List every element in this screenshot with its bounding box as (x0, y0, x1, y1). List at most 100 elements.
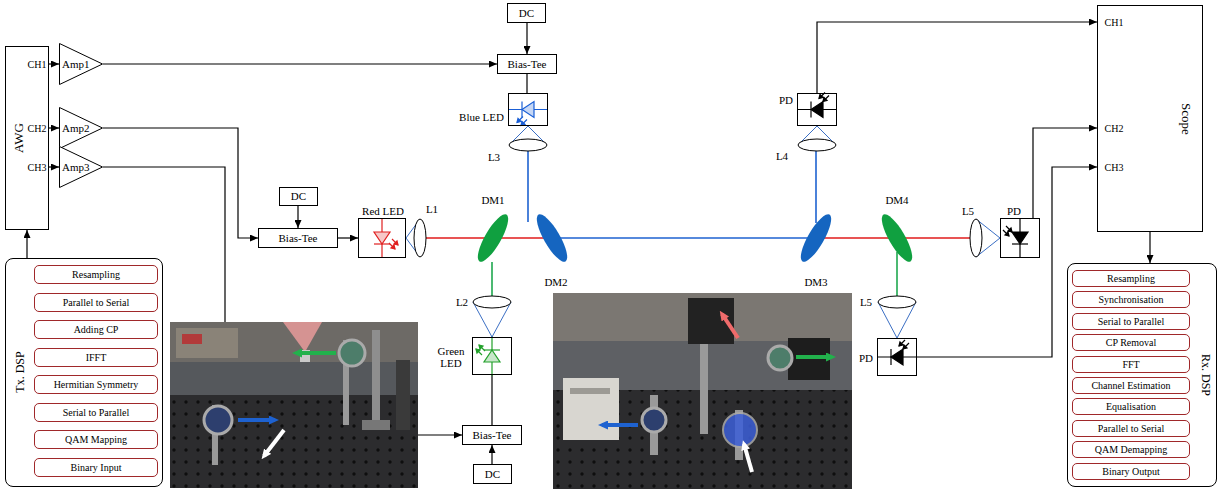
signal-wire (526, 23, 527, 54)
node-text: PD (859, 352, 873, 364)
node-text: PD (1007, 205, 1021, 217)
led-box: Blue LED (508, 93, 548, 126)
setup-photo (170, 322, 418, 488)
node-text: FFT (1122, 359, 1139, 370)
node-text: CP Removal (1106, 337, 1156, 348)
dsp-panel: Rx. DSP ResamplingSynchronisationSerial t… (1067, 263, 1217, 487)
node-text: Scope (1179, 103, 1193, 135)
signal-wire (103, 63, 497, 64)
signal-wire (817, 22, 1097, 93)
led-box: Red LED (358, 218, 406, 258)
part-label: L1 (426, 204, 438, 215)
node-text: Adding CP (74, 324, 119, 335)
node-text: Equalisation (1106, 401, 1156, 412)
bias-tee: Bias-Tee (258, 228, 338, 248)
node-text: Parallel to Serial (1098, 423, 1165, 434)
node-text: DC (485, 468, 500, 480)
dsp-step: Synchronisation (1072, 291, 1190, 308)
node-text: Synchronisation (1099, 294, 1164, 305)
part-label: DM3 (804, 277, 827, 288)
node-text: Red LED (362, 205, 404, 217)
dsp-step: Serial to Parallel (34, 403, 158, 422)
dc-source: DC (279, 187, 318, 206)
led-box: Green LED (472, 337, 512, 375)
node-text: Bias-Tee (279, 232, 318, 244)
dsp-step: QAM Demapping (1072, 441, 1190, 458)
node-text: Green LED (433, 345, 469, 369)
signal-wire (297, 206, 298, 228)
bias-tee: Bias-Tee (497, 54, 557, 74)
part-label: L4 (776, 151, 788, 162)
dsp-step: Binary Input (34, 458, 158, 477)
node-text: PD (779, 94, 793, 106)
dsp-step: Resampling (1072, 270, 1190, 287)
part-label: L3 (488, 152, 500, 163)
signal-wire (526, 74, 527, 93)
dsp-step: Hermitian Symmetry (34, 375, 158, 394)
amplifier: Amp3 (59, 146, 103, 188)
node-text: CH2 (28, 123, 47, 134)
node-text: Amp1 (62, 58, 90, 70)
part-label: L5 (860, 297, 872, 308)
dc-source: DC (507, 3, 546, 23)
setup-photo (553, 293, 852, 489)
signal-wire (338, 237, 358, 238)
part-label: L2 (456, 297, 468, 308)
node-text: QAM Mapping (65, 434, 127, 445)
dsp-step: Adding CP (34, 320, 158, 339)
photodiode-box: PD (877, 338, 917, 376)
signal-wire (49, 63, 59, 64)
dsp-step: Equalisation (1072, 398, 1190, 415)
node-text: IFFT (86, 352, 107, 363)
dsp-step: Resampling (34, 265, 158, 284)
dsp-step: Parallel to Serial (1072, 420, 1190, 437)
node-text: DC (291, 190, 306, 202)
node-text: QAM Demapping (1095, 444, 1168, 455)
node-text: Rx. DSP (1198, 354, 1211, 396)
node-text: Amp2 (62, 122, 90, 134)
node-text: Bias-Tee (473, 429, 512, 441)
node-text: Amp3 (62, 161, 90, 173)
photodiode-box: PD (797, 93, 837, 126)
node-text: AWG (12, 123, 26, 153)
dsp-step: IFFT (34, 348, 158, 367)
signal-wire (1149, 232, 1150, 263)
node-text: Resampling (1107, 273, 1155, 284)
node-text: CH2 (1105, 123, 1124, 134)
node-text: DC (519, 7, 534, 19)
node-text: CH1 (28, 59, 47, 70)
amplifier: Amp1 (59, 43, 103, 85)
dc-source: DC (473, 464, 512, 484)
part-label: L5 (962, 206, 974, 217)
scope-box: Scope CH1CH2CH3 (1097, 5, 1203, 232)
node-text: Binary Input (71, 462, 122, 473)
node-text: Hermitian Symmetry (54, 379, 139, 390)
signal-wire (49, 166, 59, 167)
node-text: Serial to Parallel (1098, 316, 1165, 327)
signal-wire (26, 230, 27, 258)
signal-wire (491, 375, 492, 425)
dsp-step: Parallel to Serial (34, 293, 158, 312)
bias-tee: Bias-Tee (462, 425, 522, 445)
node-text: CH3 (28, 162, 47, 173)
dsp-step: QAM Mapping (34, 430, 158, 449)
signal-wire (103, 128, 258, 238)
node-text: CH3 (1105, 162, 1124, 173)
node-text: Parallel to Serial (63, 297, 130, 308)
node-text: Binary Output (1102, 466, 1160, 477)
part-label: DM1 (481, 195, 504, 206)
part-label: DM4 (885, 195, 908, 206)
node-text: Bias-Tee (508, 58, 547, 70)
photodiode-box: PD (1000, 218, 1040, 258)
node-text: Blue LED (459, 111, 504, 123)
node-text: CH1 (1105, 17, 1124, 28)
dsp-step: FFT (1072, 356, 1190, 373)
node-text: Tx. DSP (14, 351, 27, 392)
dsp-step: Channel Estimation (1072, 377, 1190, 394)
amplifier: Amp2 (59, 107, 103, 149)
awg-box: AWG CH1CH2CH3 (5, 46, 49, 230)
node-text: Resampling (72, 269, 120, 280)
dsp-step: Binary Output (1072, 463, 1190, 480)
